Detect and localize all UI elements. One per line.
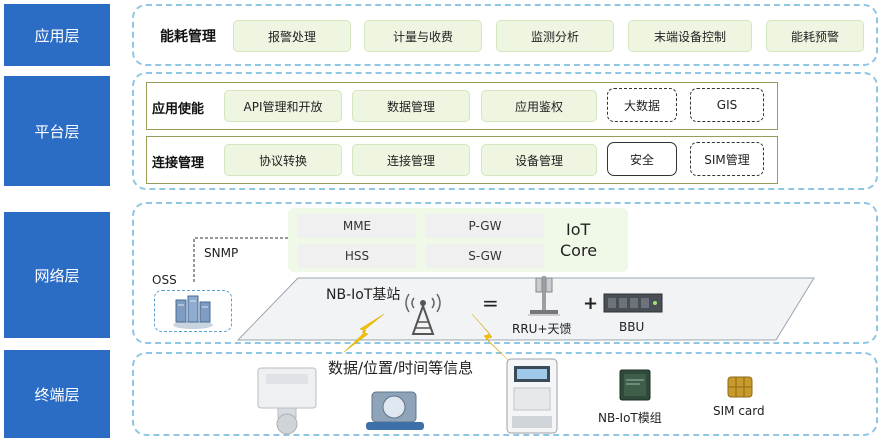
plus-sign: + [583, 293, 599, 314]
app-item-alarm[interactable]: 报警处理 [233, 20, 351, 52]
water-meter-icon [366, 391, 424, 430]
sim-card-icon [727, 376, 753, 398]
app-enable-title: 应用使能 [152, 102, 205, 117]
app-item-device-control[interactable]: 末端设备控制 [628, 20, 752, 52]
conn-mgmt-title: 连接管理 [152, 156, 205, 171]
app-item-energy-warning[interactable]: 能耗预警 [766, 20, 864, 52]
platform-item-app-auth[interactable]: 应用鉴权 [481, 90, 597, 122]
layer-label-platform: 平台层 [4, 76, 110, 186]
core-cell-sgw: S-GW [426, 244, 544, 268]
equals-sign: = [482, 291, 499, 315]
platform-item-sim-mgmt[interactable]: SIM管理 [690, 142, 764, 176]
lightning-icon-left [343, 313, 385, 353]
sim-card-label: SIM card [713, 404, 765, 418]
bbu-label: BBU [619, 320, 645, 334]
app-item-monitoring[interactable]: 监测分析 [496, 20, 614, 52]
layer-label-terminal: 终端层 [4, 350, 110, 438]
platform-item-gis[interactable]: GIS [690, 88, 764, 122]
platform-item-data-mgmt[interactable]: 数据管理 [352, 90, 470, 122]
oss-label: OSS [152, 273, 177, 287]
bbu-device-icon [603, 293, 663, 313]
iot-core-label-line1: IoT [566, 220, 591, 239]
snmp-label: SNMP [204, 246, 239, 260]
antenna-tower-icon [405, 293, 441, 335]
core-cell-mme: MME [298, 214, 416, 238]
base-station-label: NB-IoT基站 [326, 287, 401, 303]
core-cell-hss: HSS [298, 244, 416, 268]
lightning-icon-right [471, 313, 509, 361]
iot-core-label-line2: Core [560, 241, 598, 260]
terminal-layer-panel [132, 352, 878, 436]
rru-antenna-icon [528, 276, 560, 316]
platform-item-device-mgmt[interactable]: 设备管理 [481, 144, 597, 176]
server-icon [173, 295, 213, 329]
layer-label-network: 网络层 [4, 212, 110, 338]
core-cell-pgw: P-GW [426, 214, 544, 238]
platform-item-api[interactable]: API管理和开放 [224, 90, 342, 122]
rru-label: RRU+天馈 [512, 322, 572, 336]
energy-management-title: 能耗管理 [160, 29, 216, 45]
nbiot-module-icon [619, 369, 651, 401]
platform-item-protocol[interactable]: 协议转换 [224, 144, 342, 176]
platform-item-big-data[interactable]: 大数据 [607, 88, 677, 122]
sensor-device-icon [257, 367, 317, 435]
nbiot-module-label: NB-IoT模组 [598, 411, 662, 425]
app-item-metering[interactable]: 计量与收费 [364, 20, 482, 52]
layer-label-application: 应用层 [4, 4, 110, 66]
electric-meter-icon [506, 358, 558, 434]
platform-item-security[interactable]: 安全 [607, 142, 677, 176]
platform-item-connection[interactable]: 连接管理 [352, 144, 470, 176]
terminal-info-label: 数据/位置/时间等信息 [328, 359, 474, 377]
